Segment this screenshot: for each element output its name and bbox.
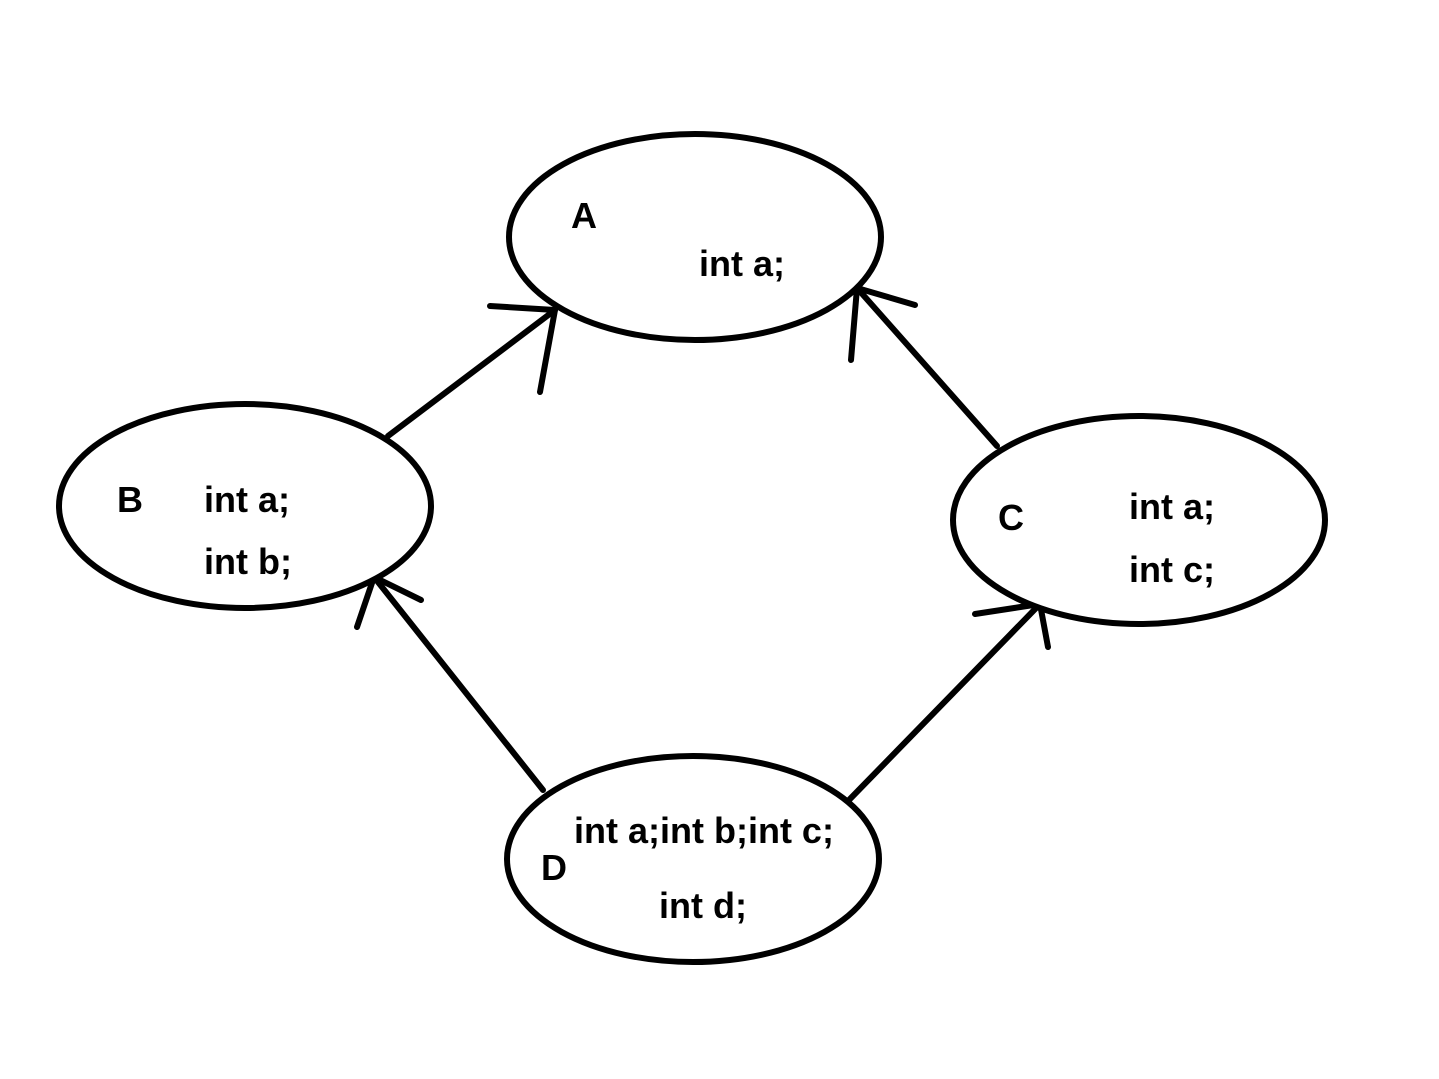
node-c-member: int a;	[1129, 486, 1215, 527]
node-c-member: int c;	[1129, 549, 1215, 590]
node-a-name: A	[571, 195, 597, 236]
node-d-member: int d;	[659, 885, 747, 926]
node-b-member: int a;	[204, 479, 290, 520]
node-b-ellipse	[56, 401, 434, 611]
node-a-member: int a;	[699, 243, 785, 284]
edge-d-to-b	[354, 574, 546, 793]
node-c-name: C	[998, 497, 1024, 538]
node-c: C int a; int c;	[950, 413, 1328, 627]
node-b-member: int b;	[204, 541, 292, 582]
node-d-ellipse	[504, 753, 882, 965]
node-a: A int a;	[506, 131, 884, 343]
node-d-name: D	[541, 847, 567, 888]
node-b: B int a; int b;	[56, 401, 434, 611]
edge-d-to-c	[846, 601, 1051, 803]
edge-b-to-a	[385, 303, 558, 439]
node-a-ellipse	[506, 131, 884, 343]
node-c-ellipse	[950, 413, 1328, 627]
edge-c-to-a	[848, 285, 1000, 449]
node-b-name: B	[117, 479, 143, 520]
node-d-member: int a;int b;int c;	[574, 810, 834, 851]
edges	[354, 285, 1051, 803]
node-d: D int a;int b;int c; int d;	[504, 753, 882, 965]
